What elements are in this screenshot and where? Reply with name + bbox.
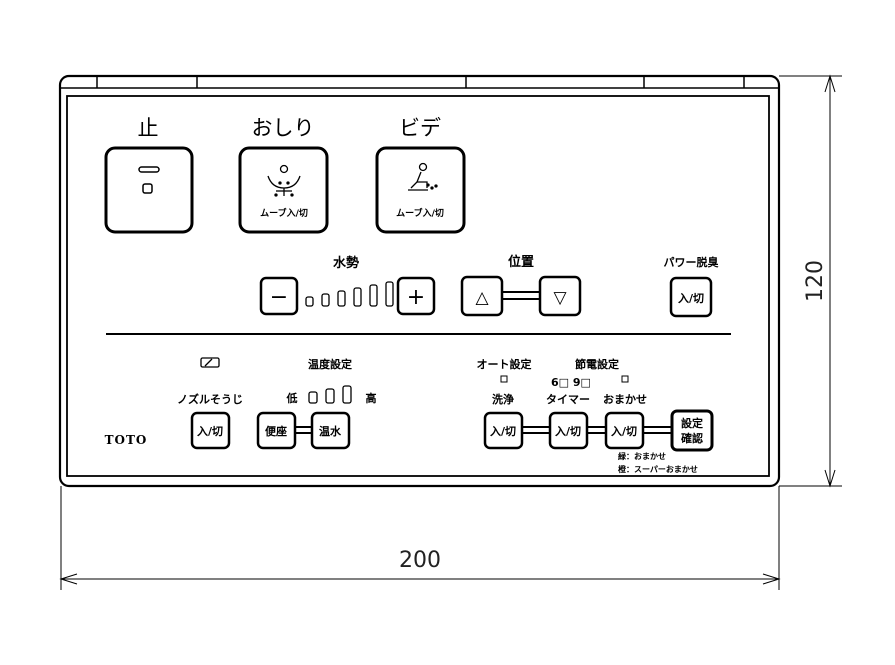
omakase-indicator	[621, 375, 629, 383]
omakase-button-label: 入/切	[611, 425, 637, 438]
water-pressure-level-indicator	[305, 281, 394, 307]
auto-wash-label: 洗浄	[492, 392, 514, 406]
minus-label: −	[270, 285, 288, 310]
omakase-label: おまかせ	[603, 393, 647, 406]
water-pressure-label: 水勢	[333, 255, 359, 271]
timer-indicator-marks: 6□ 9□	[551, 376, 591, 389]
nozzle-clean-label: ノズルそうじ	[177, 392, 243, 406]
timer-label: タイマー	[546, 393, 590, 406]
position-up-button[interactable]: △	[460, 275, 504, 317]
oshiri-button[interactable]: ムーブ入/切	[238, 146, 329, 234]
bidet-button[interactable]: ムーブ入/切	[375, 146, 466, 234]
oshiri-icon	[267, 164, 301, 197]
bidet-label: ビデ	[399, 116, 441, 140]
width-dimension-label: 200	[399, 548, 441, 573]
toto-logo: TOTO	[105, 433, 148, 447]
nozzle-clean-button[interactable]: 入/切	[190, 411, 231, 450]
temperature-high-label: 高	[366, 391, 377, 405]
power-deodorize-button-label: 入/切	[678, 292, 704, 305]
temperature-low-label: 低	[286, 391, 298, 405]
down-arrow-icon: ▽	[553, 288, 567, 308]
confirm-line1: 設定	[681, 416, 703, 430]
timer-button-label: 入/切	[555, 425, 581, 438]
temperature-label: 温度設定	[308, 357, 352, 371]
oshiri-move-label: ムーブ入/切	[260, 207, 308, 219]
auto-setting-label: オート設定	[477, 357, 532, 371]
auto-wash-indicator	[500, 375, 508, 383]
bidet-icon	[408, 162, 438, 191]
auto-wash-button[interactable]: 入/切	[483, 411, 524, 450]
battery-icon	[200, 357, 220, 368]
omakase-button[interactable]: 入/切	[604, 411, 645, 450]
setting-confirm-button[interactable]: 設定 確認	[670, 409, 714, 452]
nozzle-clean-button-label: 入/切	[197, 425, 223, 438]
water-button-label: 温水	[319, 424, 342, 438]
height-dimension-label: 120	[803, 260, 828, 302]
power-saving-label: 節電設定	[575, 357, 619, 371]
power-deodorize-label: パワー脱臭	[664, 255, 719, 269]
up-arrow-icon: △	[475, 288, 489, 308]
auto-wash-button-label: 入/切	[490, 425, 516, 438]
position-down-button[interactable]: ▽	[538, 275, 582, 317]
width-dimension	[59, 486, 781, 590]
plus-label: +	[407, 285, 425, 310]
stop-label: 止	[138, 116, 159, 140]
water-pressure-plus-button[interactable]: +	[396, 276, 436, 316]
stop-button[interactable]	[104, 146, 194, 234]
seat-button-label: 便座	[265, 424, 287, 438]
power-deodorize-button[interactable]: 入/切	[669, 276, 713, 318]
water-temperature-button[interactable]: 温水	[310, 411, 351, 450]
confirm-line2: 確認	[681, 431, 703, 445]
bidet-move-label: ムーブ入/切	[396, 207, 444, 219]
legend-green: 緑：おまかせ	[618, 451, 666, 461]
legend-orange: 橙：スーパーおまかせ	[618, 464, 698, 474]
water-pressure-minus-button[interactable]: −	[259, 276, 299, 316]
temperature-level-indicator	[308, 385, 352, 404]
height-dimension	[779, 74, 842, 488]
timer-button[interactable]: 入/切	[548, 411, 589, 450]
seat-temperature-button[interactable]: 便座	[256, 411, 297, 450]
oshiri-label: おしり	[252, 116, 315, 140]
position-label: 位置	[508, 254, 534, 270]
